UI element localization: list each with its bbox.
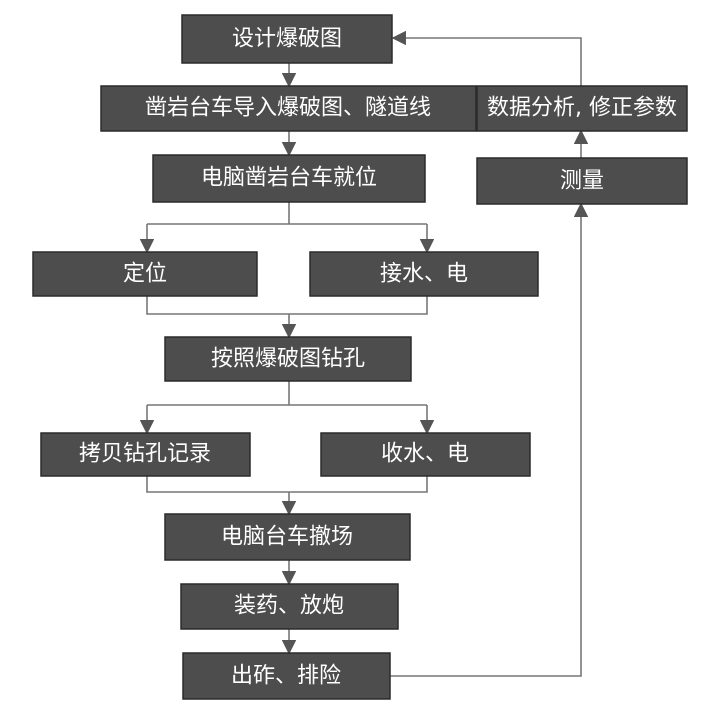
edge-copy-merge — [146, 476, 428, 493]
edge-analyze-to-design — [391, 30, 582, 86]
connectors — [139, 30, 589, 677]
node-import: 凿岩台车导入爆破图、隧道线 — [100, 85, 477, 132]
node-locate: 定位 — [32, 251, 258, 297]
node-drill-label: 按照爆破图钻孔 — [211, 347, 365, 372]
node-locate-label: 定位 — [123, 262, 167, 287]
node-position-jumbo: 电脑凿岩台车就位 — [152, 154, 426, 203]
node-muck-scale: 出砟、排险 — [182, 652, 391, 700]
node-import-label: 凿岩台车导入爆破图、隧道线 — [145, 96, 431, 121]
node-connect-utilities-label: 接水、电 — [380, 262, 468, 287]
node-retract-utilities-label: 收水、电 — [381, 442, 469, 467]
node-design-label: 设计爆破图 — [232, 27, 342, 52]
node-withdraw-label: 电脑台车撤场 — [221, 525, 353, 550]
node-position-jumbo-label: 电脑凿岩台车就位 — [201, 166, 377, 191]
node-muck-scale-label: 出砟、排险 — [231, 664, 341, 689]
node-retract-utilities: 收水、电 — [320, 432, 531, 477]
node-analyze-label: 数据分析, 修正参数 — [487, 96, 677, 121]
node-measure: 测量 — [476, 157, 688, 205]
node-measure-label: 测量 — [560, 169, 604, 194]
node-charge-blast: 装药、放炮 — [180, 583, 399, 630]
node-copy-records: 拷贝钻孔记录 — [40, 432, 251, 477]
node-charge-blast-label: 装药、放炮 — [234, 594, 344, 619]
node-design: 设计爆破图 — [181, 14, 393, 64]
node-copy-records-label: 拷贝钻孔记录 — [79, 442, 211, 467]
node-connect-utilities: 接水、电 — [309, 251, 539, 297]
node-withdraw: 电脑台车撤场 — [164, 513, 411, 561]
node-drill: 按照爆破图钻孔 — [164, 336, 412, 382]
edge-locate-merge — [146, 296, 428, 315]
edge-muck-to-measure — [390, 202, 589, 677]
node-analyze: 数据分析, 修正参数 — [476, 85, 688, 132]
